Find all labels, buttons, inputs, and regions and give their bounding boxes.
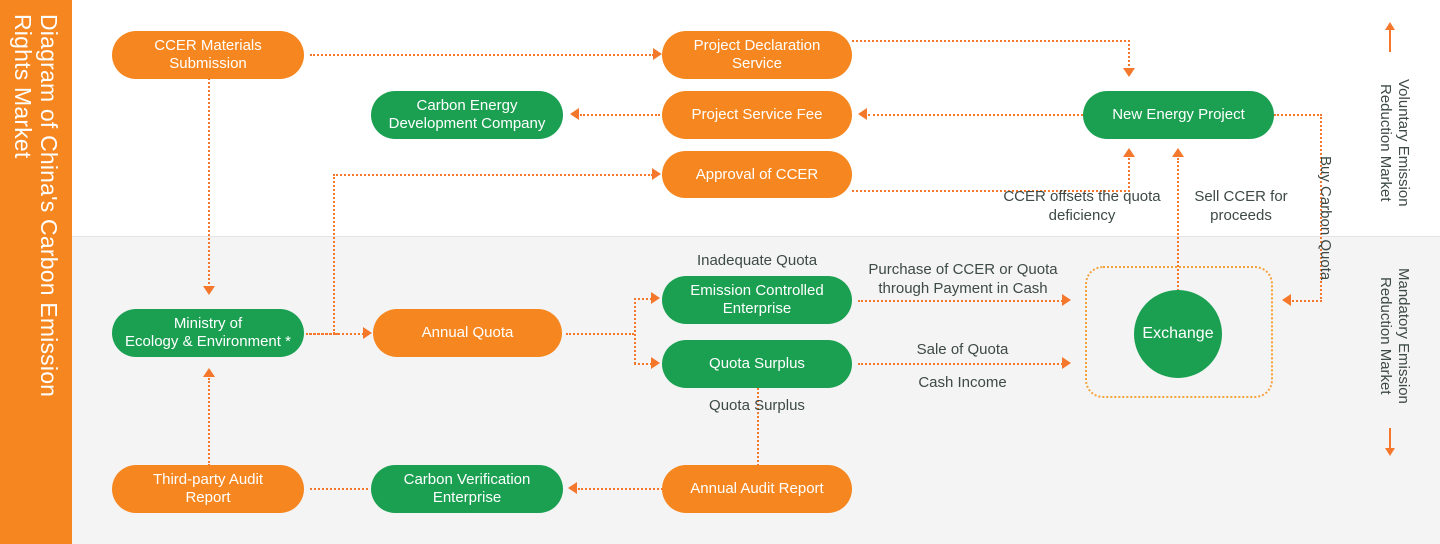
edge-annualquota-to-surplus: [634, 363, 652, 365]
node-quota-surplus[interactable]: Quota Surplus: [662, 340, 852, 388]
edge-approval-to-newenergy-v: [1128, 158, 1130, 192]
edge-ministry-to-approval-h2: [333, 174, 653, 176]
arrow-newenergy-to-servicefee: [858, 108, 867, 120]
edge-annualquota-to-emission: [634, 298, 652, 300]
arrow-auditreport-to-verification: [568, 482, 577, 494]
arrow-declaration-to-newenergy: [1123, 68, 1135, 77]
label-voluntary-emission-reduction-market: Voluntary Emission Reduction Market: [1377, 78, 1412, 207]
label-quota-surplus-edge: Quota Surplus: [709, 397, 805, 414]
label-cash-income: Cash Income: [918, 374, 1007, 391]
voluntary-market-arrow-line: [1389, 30, 1391, 52]
edge-ccer-to-ministry-v: [208, 78, 210, 288]
node-exchange[interactable]: Exchange: [1134, 290, 1222, 378]
edge-declaration-to-newenergy-v: [1128, 40, 1130, 70]
edge-ccer-to-declaration: [310, 54, 654, 56]
edge-auditreport-to-surplus-v: [757, 388, 759, 466]
edge-thirdparty-to-ministry-v: [208, 378, 210, 466]
label-ccer-offsets-quota-deficiency: CCER offsets the quota deficiency: [1003, 188, 1161, 224]
edge-verification-to-thirdparty: [310, 488, 368, 490]
node-carbon-energy-development-company[interactable]: Carbon Energy Development Company: [371, 91, 563, 139]
arrow-ministry-to-approval: [652, 168, 661, 180]
node-carbon-verification-enterprise[interactable]: Carbon Verification Enterprise: [371, 465, 563, 513]
exchange-container: [1085, 266, 1273, 398]
node-new-energy-project[interactable]: New Energy Project: [1083, 91, 1274, 139]
arrow-buyquota-to-exchange: [1282, 294, 1291, 306]
label-inadequate-quota: Inadequate Quota: [696, 252, 818, 269]
node-project-service-fee[interactable]: Project Service Fee: [662, 91, 852, 139]
label-mandatory-emission-reduction-market: Mandatory Emission Reduction Market: [1377, 267, 1412, 404]
arrow-thirdparty-to-ministry: [203, 368, 215, 377]
label-sell-ccer-for-proceeds: Sell CCER for proceeds: [1194, 188, 1288, 224]
edge-approval-to-newenergy-h: [852, 190, 1130, 192]
diagram-title-bar: Diagram of China's Carbon Emission Right…: [0, 0, 72, 544]
arrow-approval-to-newenergy: [1123, 148, 1135, 157]
label-buy-carbon-quota: Buy Carbon Quota: [1317, 155, 1334, 281]
edge-surplus-to-exchange: [858, 363, 1063, 365]
node-annual-audit-report[interactable]: Annual Audit Report: [662, 465, 852, 513]
node-project-declaration-service[interactable]: Project Declaration Service: [662, 31, 852, 79]
mandatory-market-arrow-down-icon: [1385, 448, 1395, 456]
edge-declaration-to-newenergy-h: [852, 40, 1130, 42]
arrow-ministry-to-annualquota: [363, 327, 372, 339]
edge-annualquota-split-v: [634, 298, 636, 364]
arrow-sellccer-to-newenergy: [1172, 148, 1184, 157]
node-approval-of-ccer[interactable]: Approval of CCER: [662, 151, 852, 198]
label-sale-of-quota: Sale of Quota: [916, 341, 1009, 358]
edge-buyquota-h2: [1292, 300, 1322, 302]
edge-ministry-to-approval-v: [333, 174, 335, 334]
arrow-surplus-to-exchange: [1062, 357, 1071, 369]
voluntary-market-arrow-up-icon: [1385, 22, 1395, 30]
arrow-ccer-to-ministry: [203, 286, 215, 295]
node-annual-quota[interactable]: Annual Quota: [373, 309, 562, 357]
arrow-ccer-to-declaration: [653, 48, 662, 60]
page-title: Diagram of China's Carbon Emission Right…: [10, 14, 63, 398]
edge-sellccer-v: [1177, 158, 1179, 298]
mandatory-market-arrow-line: [1389, 428, 1391, 450]
node-ministry-of-ecology-environment[interactable]: Ministry of Ecology & Environment *: [112, 309, 304, 357]
node-third-party-audit-report[interactable]: Third-party Audit Report: [112, 465, 304, 513]
node-emission-controlled-enterprise[interactable]: Emission Controlled Enterprise: [662, 276, 852, 324]
arrow-emission-to-exchange: [1062, 294, 1071, 306]
edge-buyquota-h1: [1274, 114, 1322, 116]
edge-ministry-to-annualquota: [306, 333, 364, 335]
arrow-annualquota-to-surplus: [651, 357, 660, 369]
edge-emission-to-exchange: [858, 300, 1063, 302]
edge-auditreport-to-verification: [578, 488, 663, 490]
edge-newenergy-to-servicefee: [868, 114, 1083, 116]
arrow-servicefee-to-carbonenergy: [570, 108, 579, 120]
arrow-annualquota-to-emission: [651, 292, 660, 304]
edge-buyquota-v: [1320, 114, 1322, 302]
edge-annualquota-split-h: [566, 333, 634, 335]
node-ccer-materials-submission[interactable]: CCER Materials Submission: [112, 31, 304, 79]
edge-servicefee-to-carbonenergy: [580, 114, 660, 116]
label-purchase-ccer-or-quota: Purchase of CCER or Quota through Paymen…: [868, 261, 1058, 297]
